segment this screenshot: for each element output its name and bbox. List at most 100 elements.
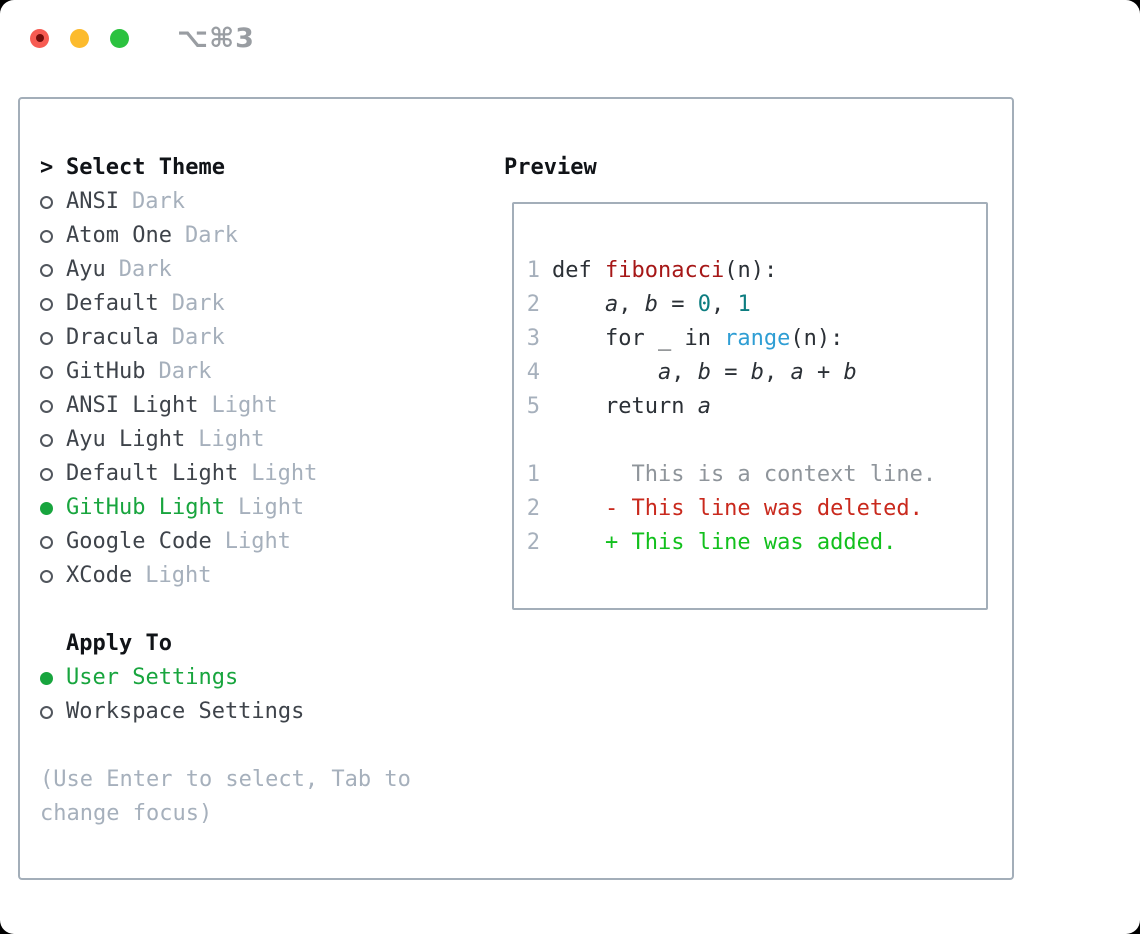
prompt-caret-icon: >	[40, 155, 54, 180]
code-text: def fibonacci(n):	[552, 258, 777, 283]
code-text: return a	[552, 394, 711, 419]
theme-name: ANSI Light	[66, 393, 199, 418]
close-button[interactable]	[30, 28, 49, 48]
code-token: b	[644, 292, 658, 317]
preview-code-line: 3 for _ in range(n):	[514, 322, 986, 356]
theme-option-ansi[interactable]: ANSI Dark	[40, 185, 490, 219]
apply-option-name: User Settings	[66, 665, 239, 690]
theme-heading: Select Theme	[66, 155, 225, 180]
code-text: for _ in range(n):	[552, 326, 843, 351]
theme-variant: Dark	[171, 325, 225, 350]
code-token: ,	[710, 292, 738, 317]
radio-icon	[40, 706, 53, 719]
theme-name: ANSI	[66, 189, 119, 214]
theme-name: Atom One	[66, 223, 172, 248]
code-token: 0	[697, 292, 711, 317]
code-token: a	[697, 394, 711, 419]
line-number: 1	[526, 462, 540, 487]
code-token: +	[803, 360, 844, 385]
theme-variant: Dark	[171, 291, 225, 316]
theme-name: GitHub Light	[66, 495, 225, 520]
theme-option-ansi-light[interactable]: ANSI Light Light	[40, 389, 490, 423]
theme-option-ayu[interactable]: Ayu Dark	[40, 253, 490, 287]
code-text: a, b = 0, 1	[552, 292, 751, 317]
radio-icon	[40, 434, 53, 447]
code-token: for _ in	[552, 326, 725, 351]
theme-variant: Dark	[158, 359, 212, 384]
apply-option-name: Workspace Settings	[66, 699, 305, 724]
line-number: 2	[526, 292, 540, 317]
theme-name: Default Light	[66, 461, 239, 486]
theme-option-google-code[interactable]: Google Code Light	[40, 525, 490, 559]
code-token: def	[552, 258, 605, 283]
diff-preview: 1 This is a context line.2 - This line w…	[514, 458, 986, 560]
spacer	[514, 424, 986, 458]
theme-variant: Light	[211, 393, 278, 418]
minimize-button[interactable]	[70, 28, 89, 48]
theme-option-default[interactable]: Default Dark	[40, 287, 490, 321]
line-number: 4	[526, 360, 540, 385]
zoom-button[interactable]	[110, 28, 129, 48]
theme-name: Google Code	[66, 529, 212, 554]
radio-icon	[40, 468, 53, 481]
theme-variant: Light	[198, 427, 265, 452]
radio-icon	[40, 570, 53, 583]
titlebar: ⌥⌘3	[30, 23, 255, 54]
code-token: =	[710, 360, 751, 385]
code-token: ,	[618, 292, 645, 317]
apply-option-workspace-settings[interactable]: Workspace Settings	[40, 695, 490, 729]
radio-icon	[40, 400, 53, 413]
preview-code-line: 2 a, b = 0, 1	[514, 288, 986, 322]
line-number: 5	[526, 394, 540, 419]
preview-heading-row: Preview	[504, 151, 990, 185]
theme-option-dracula[interactable]: Dracula Dark	[40, 321, 490, 355]
code-token: 1	[737, 292, 751, 317]
theme-option-ayu-light[interactable]: Ayu Light Light	[40, 423, 490, 457]
code-token: =	[657, 292, 698, 317]
spacer	[40, 729, 490, 763]
radio-icon	[40, 298, 53, 311]
theme-name: Ayu Light	[66, 427, 186, 452]
line-number: 2	[526, 530, 540, 555]
apply-heading: Apply To	[66, 631, 172, 656]
preview-code-line: 1 def fibonacci(n):	[514, 254, 986, 288]
code-token: ,	[671, 360, 698, 385]
code-token: a	[604, 292, 619, 317]
code-token: a	[657, 360, 672, 385]
radio-icon	[40, 196, 53, 209]
unsaved-dot-icon	[35, 34, 44, 42]
apply-option-user-settings[interactable]: User Settings	[40, 661, 490, 695]
theme-variant: Dark	[131, 189, 185, 214]
preview-heading: Preview	[504, 155, 597, 180]
theme-variant: Light	[224, 529, 291, 554]
code-token: (n):	[724, 258, 778, 283]
code-token: range	[724, 326, 791, 351]
theme-option-github-light[interactable]: GitHub Light Light	[40, 491, 490, 525]
theme-name: Ayu	[66, 257, 106, 282]
code-token: fibonacci	[604, 258, 725, 283]
line-number: 3	[526, 326, 540, 351]
theme-name: Dracula	[66, 325, 159, 350]
theme-name: Default	[66, 291, 159, 316]
code-token	[552, 360, 658, 385]
theme-variant: Light	[237, 495, 305, 520]
preview-diff-line-added: 2 + This line was added.	[514, 526, 986, 560]
code-token: b	[750, 360, 764, 385]
line-number: 1	[526, 258, 540, 283]
theme-variant: Dark	[118, 257, 172, 282]
preview-diff-line-context: 1 This is a context line.	[514, 458, 986, 492]
diff-text: This is a context line.	[552, 462, 937, 487]
diff-text: + This line was added.	[552, 530, 897, 555]
radio-icon	[40, 332, 53, 345]
